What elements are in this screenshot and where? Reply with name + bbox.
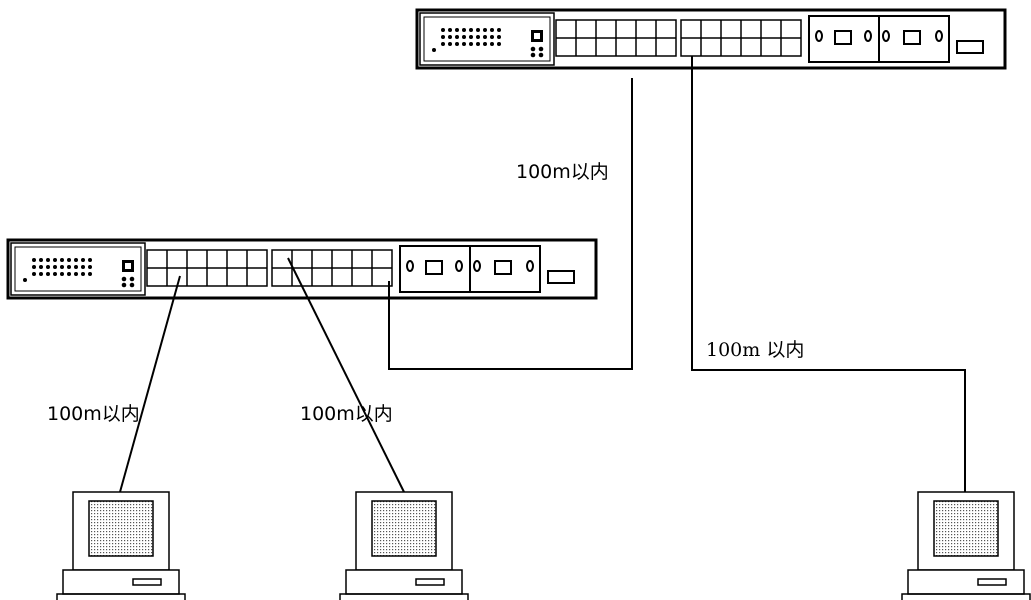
middle-pc-cable <box>287 257 405 493</box>
top-switch-icon <box>417 10 1005 68</box>
uplink-cable-label: 100m以内 <box>516 161 609 183</box>
right-pc-cable <box>691 56 966 492</box>
right-cable-label: 100m 以内 <box>706 339 804 361</box>
middle-computer-icon <box>339 491 469 600</box>
left-pc-cable <box>119 275 181 493</box>
left-pc-cable-label: 100m以内 <box>47 403 140 425</box>
bottom-switch-icon <box>8 240 596 298</box>
right-computer-icon <box>901 491 1031 600</box>
middle-pc-cable-label: 100m以内 <box>300 403 393 425</box>
left-computer-icon <box>56 491 186 600</box>
uplink-cable <box>388 78 633 370</box>
